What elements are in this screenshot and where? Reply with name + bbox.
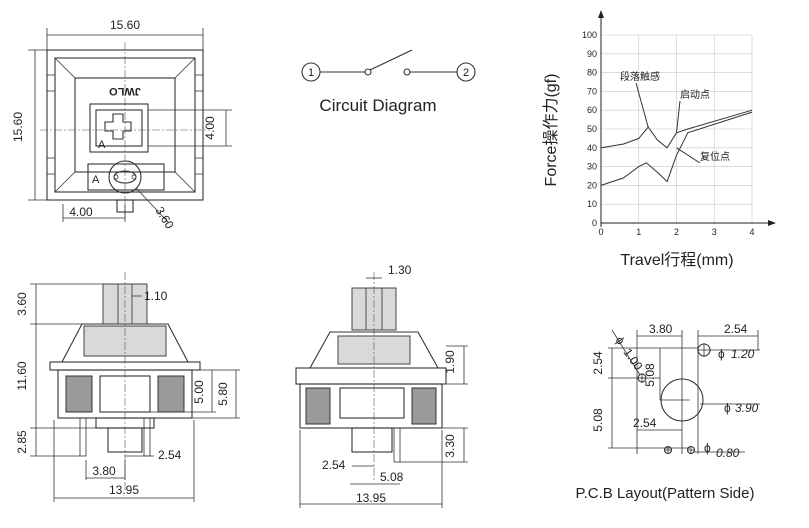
pcb-layout-label: P.C.B Layout(Pattern Side) (576, 485, 755, 502)
dim-pcb-5: 5.08 (643, 363, 657, 387)
dim-led-hole: 3.60 (152, 204, 176, 232)
dim-front-width: 13.95 (109, 483, 139, 497)
side-center-post (351, 427, 393, 453)
mark-a-lower: A (92, 174, 100, 186)
pcb-phi-1: ϕ (718, 347, 725, 361)
chart-y-axis-arrow (598, 10, 604, 18)
chart-x-axis-label: Travel行程(mm) (620, 251, 733, 269)
front-view: 3.60 11.60 2.85 1.10 5.00 5.80 2.54 3.80… (15, 272, 240, 502)
dim-offset: 4.00 (69, 205, 93, 219)
side-view: 1.30 1.90 3.30 2.54 5.08 13.95 (295, 263, 468, 508)
chart-x-tick-label-4: 4 (749, 227, 754, 237)
pcb-phi-small: ϕ (613, 334, 628, 348)
circuit-diagram-label: Circuit Diagram (319, 96, 436, 115)
circuit-diagram: 1 2 Circuit Diagram (301, 49, 476, 115)
chart-y-tick-label-8: 80 (587, 68, 597, 78)
pcb-layout: 3.80 2.54 2.54 5.08 5.08 2.54 ϕ 1.00 ϕ 1… (576, 322, 760, 502)
dim-hole-pin: 0.80 (716, 446, 740, 460)
chart-x-tick-label-3: 3 (712, 227, 717, 237)
side-stem (351, 287, 397, 331)
pin-1-label: 1 (308, 67, 314, 79)
dim-side-pin-spacing: 5.08 (380, 470, 404, 484)
chart-annotation-leader-1 (676, 100, 681, 133)
pcb-phi-center: ϕ (724, 401, 731, 415)
dim-side-pin-length: 3.30 (443, 434, 457, 458)
chart-x-tick-label-1: 1 (636, 227, 641, 237)
chart-x-axis-arrow (768, 220, 776, 226)
chart-y-tick-label-3: 30 (587, 162, 597, 172)
pin-2-symbol (456, 62, 476, 82)
chart-y-tick-label-6: 60 (587, 105, 597, 115)
dim-inner-2: 5.80 (216, 382, 230, 406)
mark-a-upper: A (98, 139, 106, 151)
switch-contact (369, 49, 413, 71)
dim-top-height: 15.60 (11, 112, 25, 142)
dim-side-stem-width: 1.30 (388, 263, 412, 277)
chart-y-tick-label-10: 100 (582, 30, 597, 40)
dim-stem-size: 4.00 (203, 116, 217, 140)
front-pin-left (79, 417, 87, 457)
chart-x-tick-label-0: 0 (598, 227, 603, 237)
dim-side-width: 13.95 (356, 491, 386, 505)
dim-front-stem-width: 1.10 (144, 289, 168, 303)
dim-hole-center: 3.90 (735, 401, 759, 415)
dim-pin-height: 2.85 (15, 430, 29, 454)
dim-top-width: 15.60 (110, 18, 140, 32)
chart-y-tick-label-7: 70 (587, 86, 597, 96)
chart-y-tick-label-0: 0 (592, 218, 597, 228)
dim-pcb-4: 5.08 (591, 408, 605, 432)
dim-stem-height: 3.60 (15, 292, 29, 316)
chart-y-tick-label-4: 40 (587, 143, 597, 153)
chart-annotation-0: 段落触感 (620, 70, 660, 83)
dim-side-pin-offset: 2.54 (322, 458, 346, 472)
chart-series-line-1 (600, 111, 753, 186)
chart-x-tick-label-2: 2 (674, 227, 679, 237)
chart-series-line-0 (600, 109, 753, 149)
side-pin (393, 427, 401, 463)
chart-annotation-1: 启动点 (680, 88, 710, 101)
chart-annotation-2: 复位点 (700, 150, 730, 163)
dim-front-pin-offset: 2.54 (158, 448, 182, 462)
pcb-phi-pin: ϕ (704, 441, 711, 455)
top-view: 15.60 15.60 JWLO A A (11, 18, 232, 232)
force-travel-chart: Force操作力(gf) Travel行程(mm) 01020304050607… (542, 10, 776, 269)
dim-pcb-2: 2.54 (724, 322, 748, 336)
chart-y-tick-label-9: 90 (587, 49, 597, 59)
dim-hole-1: 1.20 (731, 347, 755, 361)
pcb-center-hole (660, 378, 704, 422)
front-pin-right (143, 417, 151, 457)
dim-inner-1: 5.00 (192, 380, 206, 404)
dim-pin-spacing: 3.80 (92, 464, 116, 478)
pin-2-label: 2 (463, 67, 469, 79)
chart-y-tick-label-1: 10 (587, 199, 597, 209)
dim-pcb-1: 3.80 (649, 322, 673, 336)
dim-pcb-6: 2.54 (633, 416, 657, 430)
chart-annotation-leader-2 (676, 147, 701, 164)
chart-annotation-leader-0 (635, 82, 649, 128)
chart-y-axis-label: Force操作力(gf) (542, 74, 560, 187)
chart-y-tick-label-2: 20 (587, 180, 597, 190)
dim-side-upper: 1.90 (443, 350, 457, 374)
cross-stem (104, 113, 132, 140)
dim-pcb-3: 2.54 (591, 351, 605, 375)
dim-body-height: 11.60 (15, 361, 29, 390)
chart-y-tick-label-5: 50 (587, 124, 597, 134)
